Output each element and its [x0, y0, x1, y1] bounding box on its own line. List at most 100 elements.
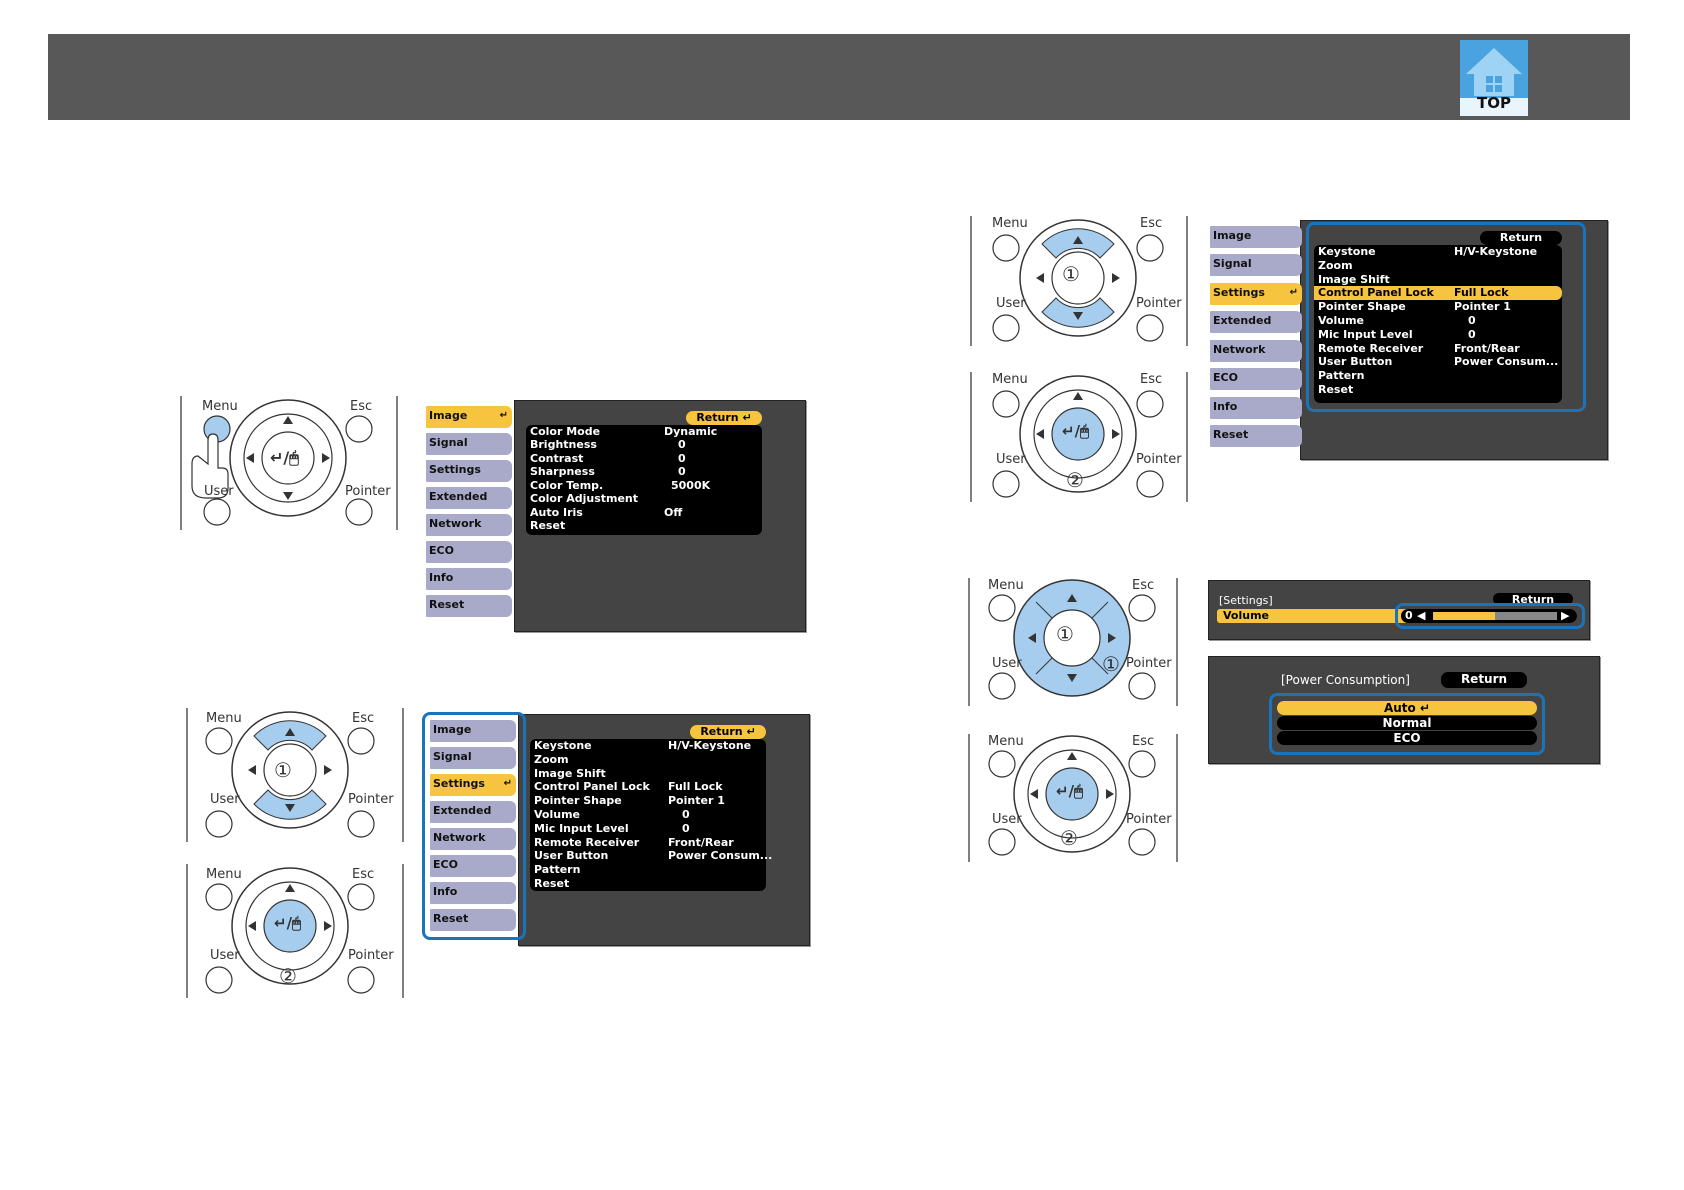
- menu-button-label[interactable]: Menu: [206, 711, 242, 726]
- pointer-button-label[interactable]: Pointer: [1126, 656, 1172, 671]
- menu-row[interactable]: Reset: [1314, 383, 1562, 397]
- power-option-eco[interactable]: ECO: [1277, 731, 1537, 745]
- row-value: Full Lock: [668, 780, 723, 794]
- esc-button-label[interactable]: Esc: [352, 867, 375, 882]
- sidebar-item-signal[interactable]: Signal: [430, 747, 516, 769]
- esc-button-label[interactable]: Esc: [350, 399, 373, 414]
- menu-row[interactable]: Zoom: [1314, 259, 1562, 273]
- arrow-right-icon[interactable]: ▶: [1561, 609, 1570, 622]
- pointer-button-label[interactable]: Pointer: [1126, 812, 1172, 827]
- volume-slider[interactable]: 0 ◀ ▶: [1401, 609, 1577, 623]
- step-2-marker: ②: [279, 964, 297, 988]
- menu-row[interactable]: Reset: [530, 877, 766, 891]
- sidebar-item-signal[interactable]: Signal: [1210, 254, 1302, 276]
- power-option-auto[interactable]: Auto ↵: [1277, 701, 1537, 715]
- esc-button-label[interactable]: Esc: [1140, 372, 1163, 387]
- pointer-button-label[interactable]: Pointer: [348, 948, 394, 963]
- sidebar-item-image[interactable]: Image: [430, 720, 516, 742]
- esc-button-label[interactable]: Esc: [1132, 734, 1155, 749]
- menu-button-label[interactable]: Menu: [202, 399, 238, 414]
- pointer-button-label[interactable]: Pointer: [1136, 296, 1182, 311]
- sidebar-item-eco[interactable]: ECO: [1210, 368, 1302, 390]
- menu-button-label[interactable]: Menu: [992, 372, 1028, 387]
- menu-button-label[interactable]: Menu: [988, 734, 1024, 749]
- sidebar-item-reset[interactable]: Reset: [426, 595, 512, 617]
- pointer-button-label[interactable]: Pointer: [348, 792, 394, 807]
- sidebar-item-network[interactable]: Network: [1210, 340, 1302, 362]
- sidebar-item-settings[interactable]: Settings↵: [430, 774, 516, 796]
- arrow-left-icon[interactable]: ◀: [1417, 609, 1426, 622]
- menu-row[interactable]: Pattern: [1314, 369, 1562, 383]
- sidebar-item-extended[interactable]: Extended: [426, 487, 512, 509]
- esc-button-label[interactable]: Esc: [352, 711, 375, 726]
- menu-row[interactable]: Image Shift: [530, 767, 766, 781]
- user-button-label[interactable]: User: [204, 484, 234, 499]
- menu-row-color-adjustment[interactable]: Color Adjustment: [526, 492, 762, 506]
- menu-button-label[interactable]: Menu: [988, 578, 1024, 593]
- sidebar-item-eco[interactable]: ECO: [430, 855, 516, 877]
- esc-button-label[interactable]: Esc: [1132, 578, 1155, 593]
- user-button-label[interactable]: User: [992, 812, 1022, 827]
- row-key: Color Mode: [530, 425, 601, 438]
- sidebar-item-network[interactable]: Network: [430, 828, 516, 850]
- menu-button-label[interactable]: Menu: [992, 216, 1028, 231]
- sidebar-item-info[interactable]: Info: [430, 882, 516, 904]
- menu-row[interactable]: Image Shift: [1314, 273, 1562, 287]
- pointer-button-label[interactable]: Pointer: [1136, 452, 1182, 467]
- user-button-label[interactable]: User: [992, 656, 1022, 671]
- enter-icon: ↵/🖱: [274, 914, 302, 932]
- volume-value: 0: [1405, 609, 1413, 622]
- sidebar-item-reset[interactable]: Reset: [1210, 425, 1302, 447]
- sidebar-item-settings[interactable]: Settings: [426, 460, 512, 482]
- menu-row[interactable]: Zoom: [530, 753, 766, 767]
- user-button-label[interactable]: User: [996, 452, 1026, 467]
- remote-enter-right: Menu Esc User Pointer ↵/🖱 ②: [968, 372, 1190, 502]
- sidebar-item-extended[interactable]: Extended: [1210, 311, 1302, 333]
- return-button[interactable]: Return: [1493, 593, 1573, 606]
- sidebar-item-signal[interactable]: Signal: [426, 433, 512, 455]
- sidebar-item-reset[interactable]: Reset: [430, 909, 516, 931]
- return-button[interactable]: Return ↵: [686, 411, 762, 425]
- sidebar-item-network[interactable]: Network: [426, 514, 512, 536]
- user-button-label[interactable]: User: [210, 792, 240, 807]
- menu-row[interactable]: Pattern: [530, 863, 766, 877]
- sidebar-item-eco[interactable]: ECO: [426, 541, 512, 563]
- user-button-label[interactable]: User: [996, 296, 1026, 311]
- return-button[interactable]: Return: [1480, 231, 1562, 245]
- esc-button-label[interactable]: Esc: [1140, 216, 1163, 231]
- pointer-button-label[interactable]: Pointer: [345, 484, 391, 499]
- menu-row-color-temp[interactable]: Color Temp.5000K: [526, 479, 762, 493]
- user-button-label[interactable]: User: [210, 948, 240, 963]
- menu-button-label[interactable]: Menu: [206, 867, 242, 882]
- sidebar-item-info[interactable]: Info: [426, 568, 512, 590]
- sidebar-item-image[interactable]: Image↵: [426, 406, 512, 428]
- return-button[interactable]: Return ↵: [690, 725, 766, 739]
- sidebar-item-info[interactable]: Info: [1210, 397, 1302, 419]
- return-button[interactable]: Return: [1441, 672, 1527, 688]
- menu-row-reset[interactable]: Reset: [526, 519, 762, 533]
- sidebar-item-image[interactable]: Image: [1210, 226, 1302, 248]
- sidebar-item-settings[interactable]: Settings↵: [1210, 283, 1302, 305]
- sidebar-item-extended[interactable]: Extended: [430, 801, 516, 823]
- power-option-normal[interactable]: Normal: [1277, 716, 1537, 730]
- top-home-button[interactable]: TOP: [1460, 40, 1528, 116]
